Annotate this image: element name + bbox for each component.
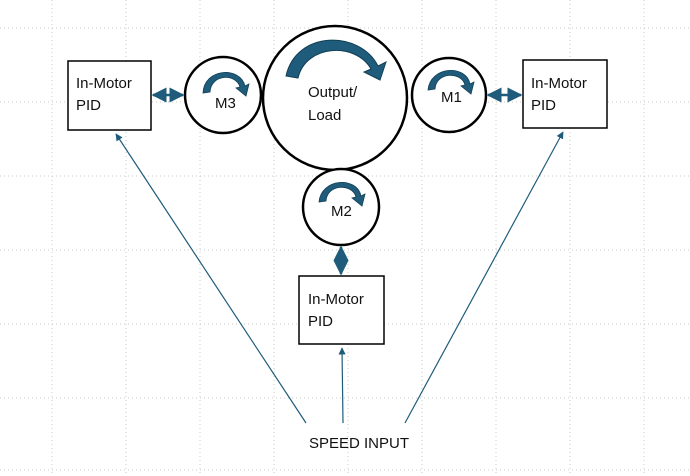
pid-box-left-line1: In-Motor <box>76 75 132 92</box>
motor-m3-circle <box>183 55 263 135</box>
speed-arrow-center <box>338 347 346 424</box>
pid-box-bottom-line2: PID <box>308 313 333 330</box>
pid-box-right <box>522 59 608 129</box>
motor-m2-rotation-icon <box>318 181 366 207</box>
speed-arrow-left <box>115 133 307 424</box>
pid-box-right-line2: PID <box>531 97 556 114</box>
pid-box-bottom-line1: In-Motor <box>308 291 364 308</box>
output-load-label-line2: Load <box>308 107 341 124</box>
speed-arrow-right <box>404 131 564 424</box>
pid-box-right-line1: In-Motor <box>531 75 587 92</box>
motor-m2-circle <box>301 167 381 247</box>
motor-m3-rotation-icon <box>202 72 250 97</box>
motor-m2-label: M2 <box>331 203 352 220</box>
motor-m1-circle <box>410 56 488 134</box>
motor-m1-rotation-icon <box>427 69 475 95</box>
output-rotation-arrow-icon <box>285 39 387 81</box>
pid-box-left-line2: PID <box>76 97 101 114</box>
motor-m1-label: M1 <box>441 89 462 106</box>
speed-input-label: SPEED INPUT <box>309 435 409 452</box>
pid-box-bottom <box>298 275 385 345</box>
output-load-label-line1: Output/ <box>308 84 358 101</box>
pid-box-left <box>67 60 152 131</box>
motor-m3-label: M3 <box>215 95 236 112</box>
